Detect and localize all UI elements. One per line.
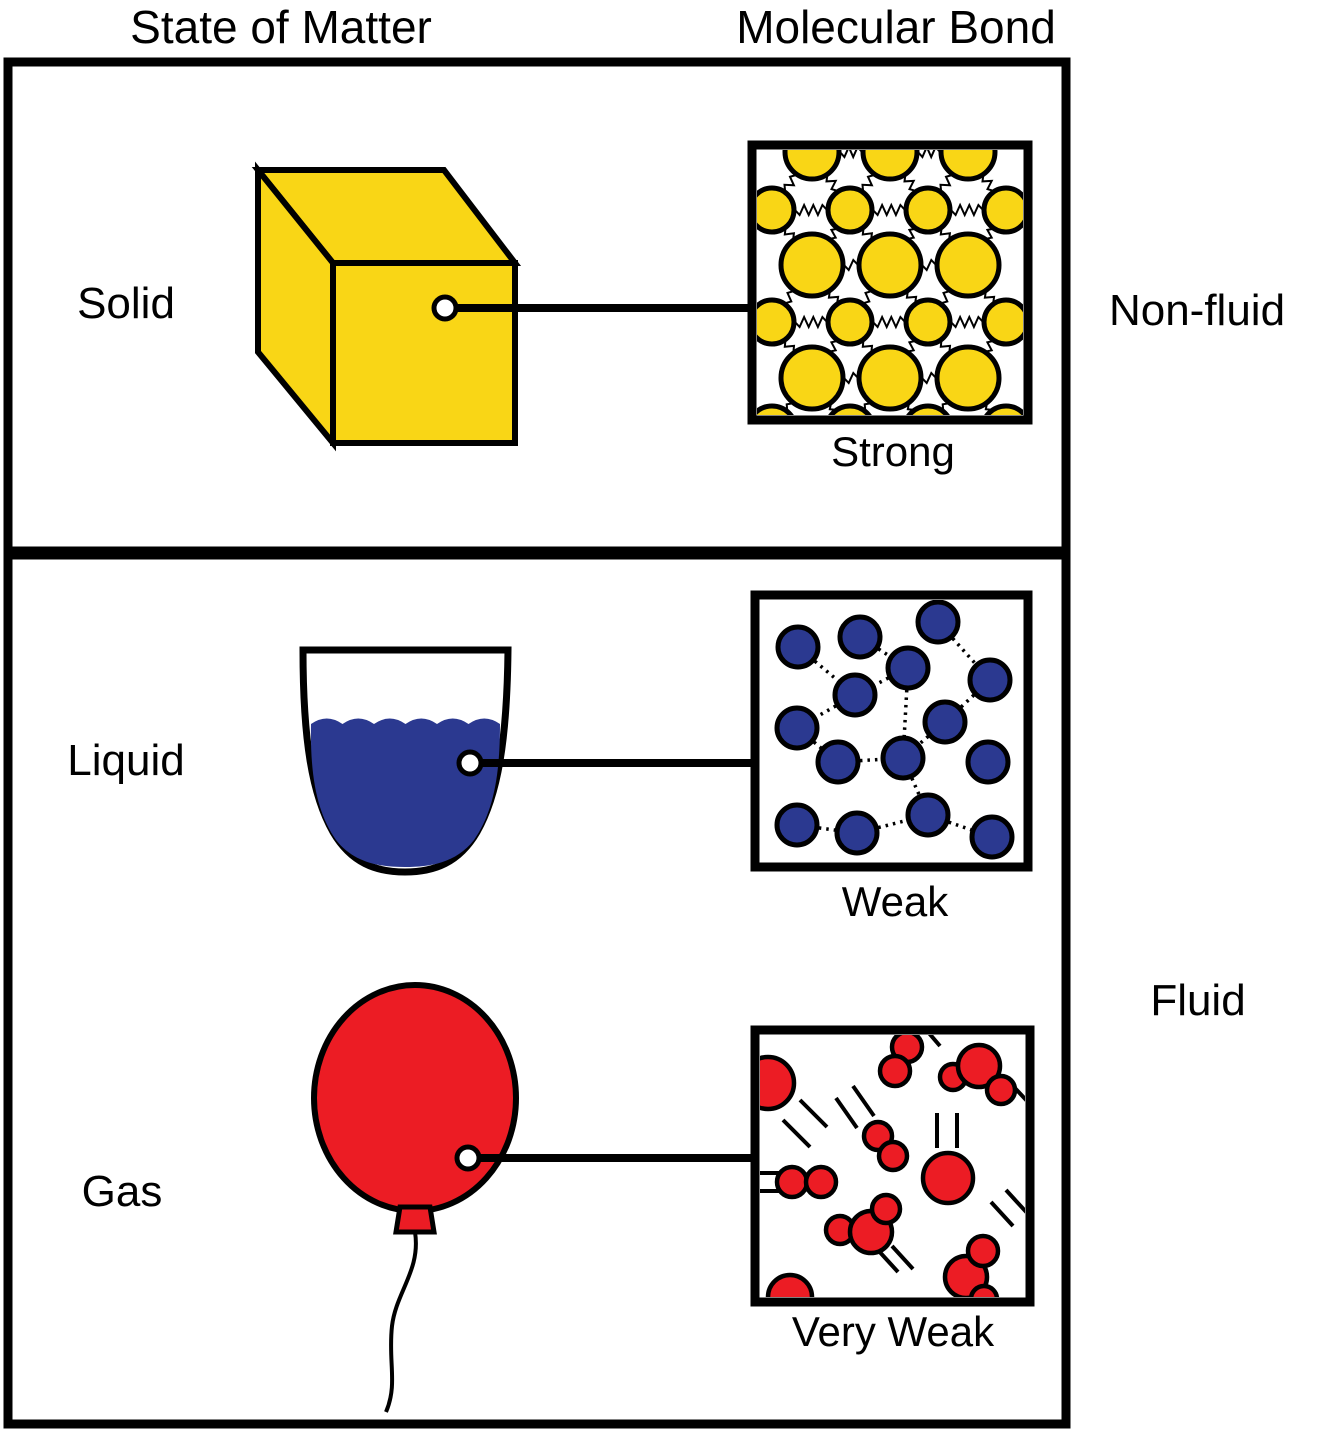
balloon-knot [393, 1204, 437, 1235]
balloon-string [384, 1231, 418, 1413]
state-label-gas: Gas [81, 1167, 163, 1216]
state-label-solid: Solid [77, 279, 175, 328]
weak-bond-molecules [774, 600, 1015, 860]
very-weak-bond-molecules [760, 1035, 1025, 1297]
gas-balloon [311, 982, 519, 1413]
balloon-body [311, 982, 519, 1214]
gas-callout-dot [454, 1144, 482, 1172]
fluid-box [3, 550, 1071, 1429]
solid-callout-dot [431, 294, 459, 322]
liquid-cup [299, 646, 512, 876]
cube-front-face [330, 260, 518, 446]
liquid-callout-dot [456, 749, 484, 777]
bond-label-weak: Weak [841, 878, 949, 925]
bond-label-very-weak: Very Weak [791, 1308, 995, 1355]
category-label-fluid: Fluid [1150, 976, 1246, 1025]
bond-label-strong: Strong [831, 428, 955, 475]
column-header-state-of-matter: State of Matter [130, 1, 432, 53]
strong-bond-molecules [757, 150, 1023, 415]
column-header-molecular-bond: Molecular Bond [736, 1, 1056, 53]
category-label-non-fluid: Non-fluid [1108, 286, 1286, 335]
cup-water [310, 718, 500, 867]
state-label-liquid: Liquid [67, 736, 185, 785]
